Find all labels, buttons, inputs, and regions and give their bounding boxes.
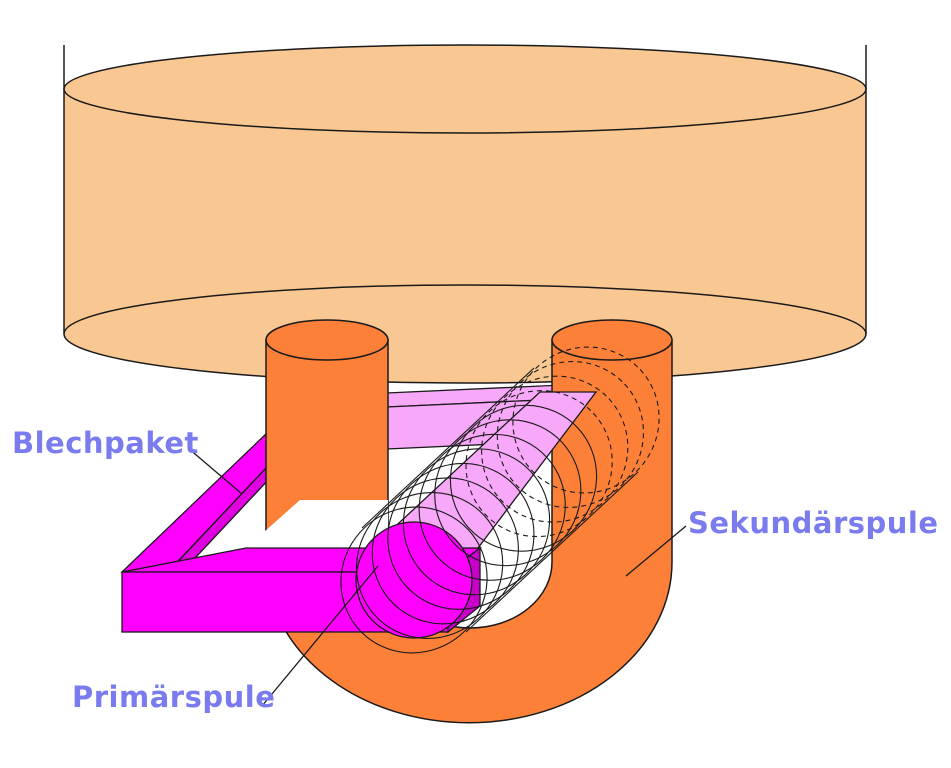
primary-coil-lower-edge xyxy=(361,367,535,529)
core-end-face xyxy=(355,521,473,639)
primary-coil-winding xyxy=(387,462,535,610)
primary-coil-winding xyxy=(496,361,645,508)
primary-coil-winding xyxy=(371,477,519,625)
crucible xyxy=(63,44,867,384)
label-primaerspule: Primärspule xyxy=(72,680,276,714)
crucible-inner-bottom-edge xyxy=(63,284,867,335)
secondary-coil-left-end xyxy=(265,319,389,361)
primary-coil-winding xyxy=(402,448,551,596)
primary-coil-winding xyxy=(434,419,582,567)
secondary-coil-inner-gap xyxy=(246,500,388,548)
primary-coil-winding xyxy=(512,346,660,494)
leader-lines xyxy=(187,447,687,707)
primary-coil-winding xyxy=(465,390,613,538)
primary-coil-winding xyxy=(418,433,566,581)
label-sekundaerspule: Sekundärspule xyxy=(688,506,939,540)
crucible-body xyxy=(63,88,867,384)
label-blechpaket: Blechpaket xyxy=(12,426,199,460)
primary-coil-upper-edge xyxy=(465,471,639,633)
leader-primaerspule xyxy=(261,565,379,707)
crucible-top-rim xyxy=(63,44,867,134)
primary-coil-winding xyxy=(355,492,504,639)
leader-blechpaket xyxy=(187,447,243,495)
leader-sekundaerspule xyxy=(625,525,687,577)
primary-coil xyxy=(340,346,660,654)
primary-coil-winding xyxy=(449,404,598,552)
primary-coil-winding xyxy=(340,506,488,654)
primary-coil-winding xyxy=(481,375,629,523)
secondary-coil-right-end xyxy=(551,319,673,361)
